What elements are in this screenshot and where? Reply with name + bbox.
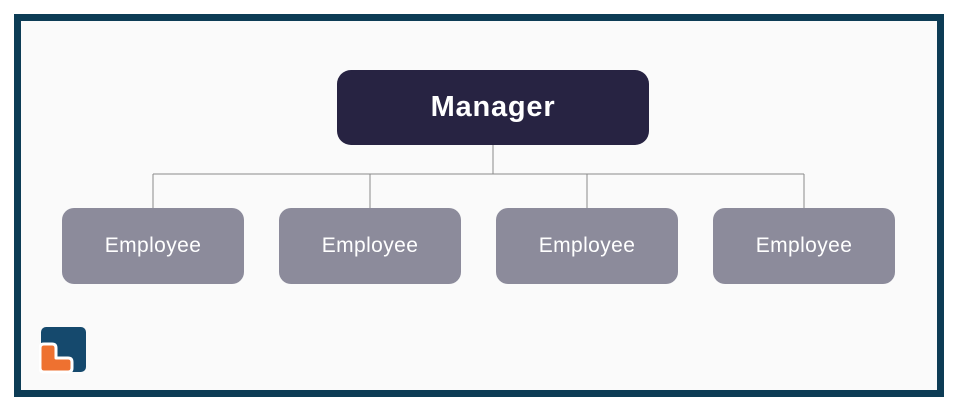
employee-node-label: Employee	[755, 234, 853, 257]
employee-node-label: Employee	[321, 234, 419, 257]
manager-node-label: Manager	[430, 91, 556, 123]
employee-node-label: Employee	[538, 234, 636, 257]
employee-node-1: Employee	[62, 208, 244, 284]
employee-node-4: Employee	[713, 208, 895, 284]
employee-node-label: Employee	[104, 234, 202, 257]
manager-node: Manager	[337, 70, 649, 145]
employee-node-2: Employee	[279, 208, 461, 284]
brand-logo-icon	[39, 327, 86, 374]
employee-node-3: Employee	[496, 208, 678, 284]
